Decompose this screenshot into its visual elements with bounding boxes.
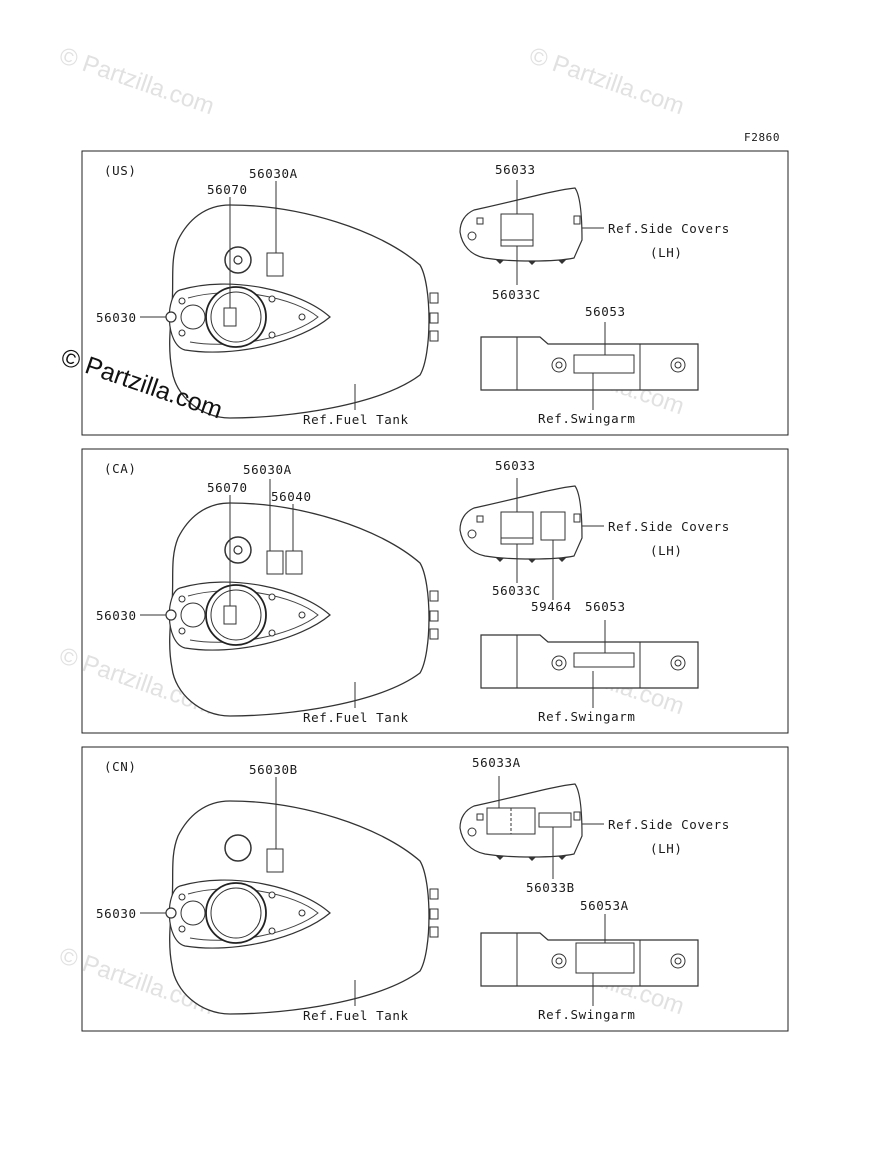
part-number-label: 56030 [96,608,137,623]
panel-cn: (CN) 56030B 56030 Ref.Fuel Tank 56033A 5… [0,596,894,1046]
part-number-label: 56033C [492,287,541,302]
reference-label: Ref.Fuel Tank [303,710,409,725]
region-label: (US) [104,163,137,178]
side-cover-drawing [459,187,583,265]
region-label: (CA) [104,461,137,476]
reference-label: Ref.Side Covers [608,221,730,236]
reference-label: Ref.Swingarm [538,709,636,724]
fuel-tank-drawing [165,204,439,419]
part-number-label: 56030 [96,310,137,325]
side-label: (LH) [650,245,683,260]
fuel-tank-drawing [165,800,439,1015]
panel-cn-drawing [81,746,789,1032]
reference-label: Ref.Swingarm [538,1007,636,1022]
part-number-label: 56030A [243,462,292,477]
reference-label: Ref.Fuel Tank [303,412,409,427]
part-number-label: 56030A [249,166,298,181]
part-number-label: 56033 [495,162,536,177]
panel-us-drawing [81,150,789,436]
part-number-label: 56030B [249,762,298,777]
reference-label: Ref.Side Covers [608,817,730,832]
panel-ca-drawing [81,448,789,734]
part-number-label: 56070 [207,182,248,197]
part-number-label: 56040 [271,489,312,504]
side-cover-drawing [459,783,583,861]
panel-frame [81,150,789,436]
part-number-label: 56030 [96,906,137,921]
reference-label: Ref.Fuel Tank [303,1008,409,1023]
side-cover-drawing [459,485,583,563]
panel-frame [81,448,789,734]
fuel-tank-drawing [165,502,439,717]
part-number-label: 56053 [585,304,626,319]
swingarm-drawing [480,634,699,689]
part-number-label: 56033C [492,583,541,598]
part-number-label: 56053A [580,898,629,913]
part-number-label: 56053 [585,599,626,614]
figure-code: F2860 [744,131,781,144]
part-number-label: 56033B [526,880,575,895]
swingarm-drawing [480,336,699,391]
side-label: (LH) [650,543,683,558]
part-number-label: 56033 [495,458,536,473]
region-label: (CN) [104,759,137,774]
part-number-label: 59464 [531,599,572,614]
part-number-label: 56033A [472,755,521,770]
reference-label: Ref.Side Covers [608,519,730,534]
panel-ca: (CA) 56030A 56070 56040 56030 Ref.Fuel T… [0,298,894,748]
panel-us: (US) 56030A 56070 56030 Ref.Fuel Tank 56… [0,0,894,450]
panel-frame [81,746,789,1032]
part-number-label: 56070 [207,480,248,495]
swingarm-drawing [480,932,699,987]
reference-label: Ref.Swingarm [538,411,636,426]
side-label: (LH) [650,841,683,856]
